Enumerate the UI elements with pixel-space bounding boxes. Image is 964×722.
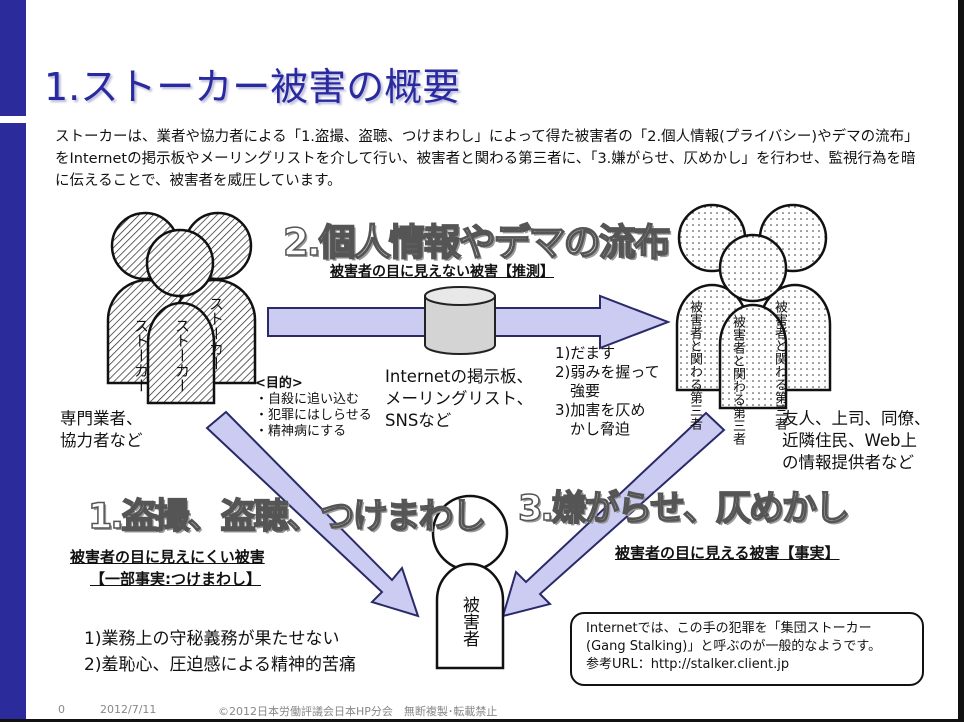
- step1-subheading: 被害者の目に見えにくい被害: [70, 548, 265, 566]
- figure-label: 被害者と関わる第三者: [730, 315, 745, 445]
- note-line: (Gang Stalking)」と呼ぶのが一般的なようです。: [586, 639, 882, 654]
- footer-page-number: 0: [58, 703, 65, 716]
- sidebar-bar: [0, 0, 26, 116]
- intro-paragraph: ストーカーは、業者や協力者による「1.盗撮、盗聴、つけまわし」によって得た被害者…: [55, 129, 919, 189]
- note-box: Internetでは、この手の犯罪を「集団ストーカー (Gang Stalkin…: [570, 612, 924, 686]
- step1-heading: 1.盗撮、盗聴、つけまわし: [87, 496, 487, 538]
- effects-list: 1)業務上の守秘義務が果たせない 2)羞恥心、圧迫感による精神的苦痛: [84, 626, 356, 678]
- caption-line: 近隣住民、Web上: [782, 431, 917, 450]
- methods-list: 1)だます 2)弱みを握って 強要 3)加害を仄め かし脅迫: [555, 344, 660, 439]
- note-line: 参考URL：http://stalker.client.jp: [586, 657, 790, 672]
- step3-heading: 3.嫌がらせ、仄めかし: [517, 488, 850, 530]
- caption-line: の情報提供者など: [782, 453, 914, 472]
- list-item: ・精神病にする: [255, 424, 347, 439]
- step3-subheading: 被害者の目に見える被害【事実】: [615, 544, 840, 562]
- figure-label: ストーカー: [207, 296, 225, 371]
- list-item: ・犯罪にはしらせる: [255, 408, 372, 423]
- victim-label: 被害者: [459, 596, 479, 647]
- step2-heading: 2.個人情報やデマの流布: [282, 220, 671, 265]
- footer-copyright: ©2012日本労働評議会日本HP分会 無断複製･転載禁止: [218, 705, 498, 718]
- text-line: SNSなど: [385, 411, 452, 430]
- window-edge: [958, 0, 964, 722]
- arrow-down-left: [501, 411, 726, 618]
- footer-date: 2012/7/11: [100, 703, 157, 716]
- internet-text: Internetの掲示板、 メーリングリスト、 SNSなど: [385, 366, 533, 432]
- page-title: 1.ストーカー被害の概要: [44, 65, 461, 109]
- list-item: 強要: [555, 382, 601, 400]
- figure-label: ストーカー: [173, 318, 191, 393]
- step2-subheading: 被害者の目に見えない被害【推測】: [330, 264, 554, 280]
- figure-label: 被害者と関わる第三者: [772, 300, 787, 430]
- arrow-down-right: [205, 410, 420, 618]
- database-icon: [424, 286, 496, 355]
- window-edge: [0, 719, 964, 722]
- third-parties-caption: 友人、上司、同僚、 近隣住民、Web上 の情報提供者など: [782, 408, 931, 474]
- purpose-list: <目的> ・自殺に追い込む ・犯罪にはしらせる ・精神病にする: [255, 376, 372, 440]
- figure-label: 被害者と関わる第三者: [687, 300, 702, 430]
- sidebar-bar: [0, 123, 26, 722]
- note-line: Internetでは、この手の犯罪を「集団ストーカー: [586, 621, 872, 636]
- third-party-figures: [675, 203, 832, 410]
- stalkers-caption: 専門業者、 協力者など: [60, 408, 143, 452]
- purpose-heading: <目的>: [255, 376, 303, 391]
- stalker-figures: [106, 211, 257, 405]
- figure-label: ストーカー: [132, 318, 150, 393]
- victim-figure: [431, 494, 509, 670]
- list-item: 3)加害を仄め: [555, 401, 646, 419]
- list-item: 1)業務上の守秘義務が果たせない: [84, 629, 340, 649]
- step1-subheading2: 【一部事実:つけまわし】: [90, 570, 261, 588]
- caption-line: 友人、上司、同僚、: [782, 409, 931, 428]
- list-item: ・自殺に追い込む: [255, 392, 360, 407]
- list-item: 2)弱みを握って: [555, 363, 660, 381]
- text-line: Internetの掲示板、: [385, 367, 534, 386]
- list-item: 1)だます: [555, 344, 616, 362]
- list-item: かし脅迫: [555, 420, 631, 438]
- caption-line: 協力者など: [60, 431, 143, 450]
- text-line: メーリングリスト、: [385, 389, 534, 408]
- caption-line: 専門業者、: [60, 409, 143, 428]
- list-item: 2)羞恥心、圧迫感による精神的苦痛: [84, 655, 356, 675]
